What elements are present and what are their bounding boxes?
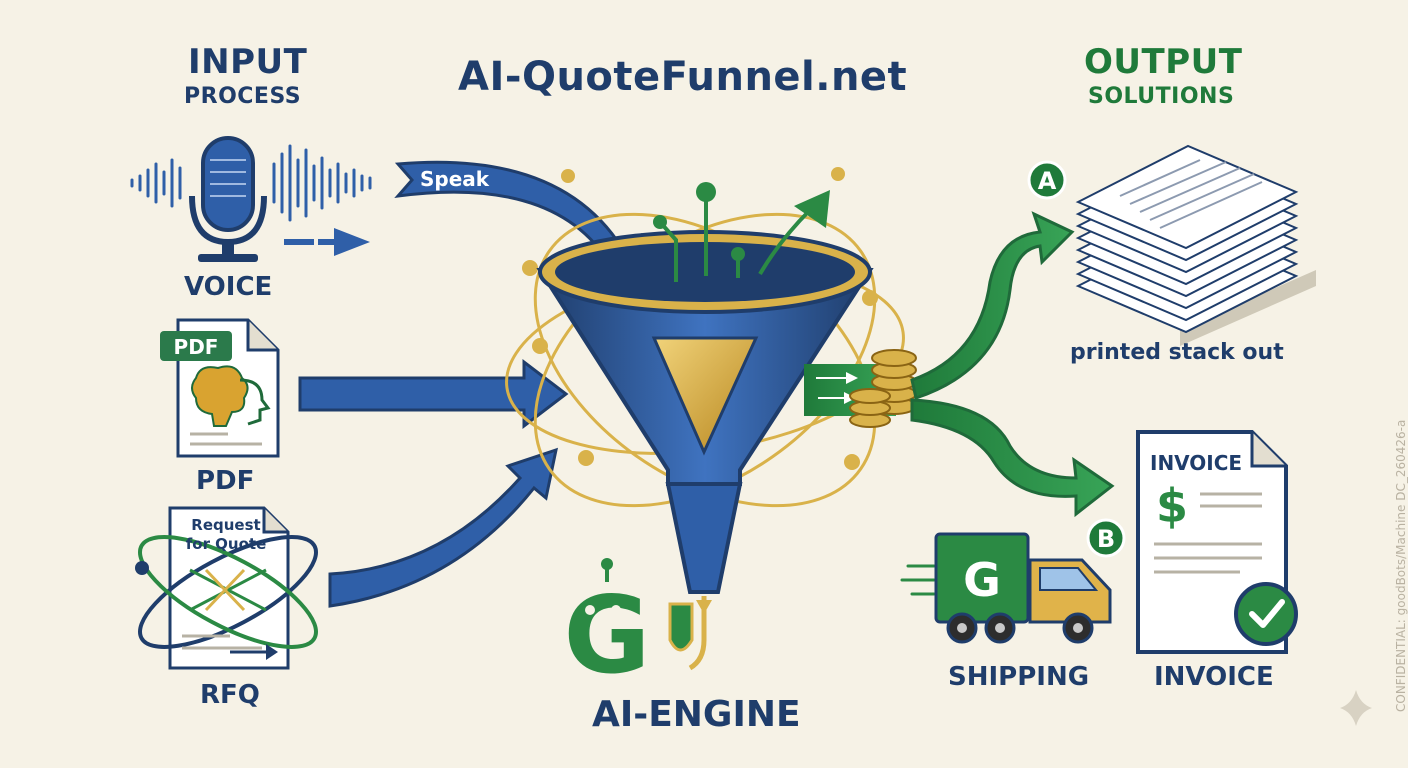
voice-small-arrow xyxy=(284,228,370,256)
dollar-sign-icon: $ xyxy=(1156,479,1188,533)
invoice-label: INVOICE xyxy=(1154,662,1274,692)
engine-logo-letter: G xyxy=(563,574,650,697)
output-arrow-b xyxy=(910,398,1115,518)
ai-engine-label: AI-ENGINE xyxy=(592,694,801,735)
rfq-doc-title-line1: Request xyxy=(191,516,260,534)
output-heading: OUTPUT xyxy=(1084,42,1243,82)
marker-b-badge: B xyxy=(1086,518,1126,558)
truck-logo-letter: G xyxy=(963,553,1001,607)
shipping-label: SHIPPING xyxy=(948,662,1090,692)
marker-a-badge: A xyxy=(1027,160,1067,200)
pdf-tag-label: PDF xyxy=(174,335,219,359)
rfq-doc-title-line2: for Quote xyxy=(186,535,267,553)
coins-icon xyxy=(849,349,917,428)
confidential-watermark: CONFIDENTIAL: goodBots/Machine DC_260426… xyxy=(1394,419,1408,712)
pdf-document-icon xyxy=(160,318,280,458)
delivery-truck-icon: G xyxy=(900,532,1112,644)
microphone-icon xyxy=(130,136,372,262)
input-subheading: PROCESS xyxy=(184,84,302,109)
pdf-input-arrow xyxy=(298,358,569,430)
input-heading: INPUT xyxy=(188,42,308,82)
rfq-input-arrow xyxy=(328,447,559,608)
checkmark-icon xyxy=(1249,599,1285,628)
voice-label: VOICE xyxy=(184,272,273,302)
engine-logo-icon: G xyxy=(563,558,694,697)
invoice-document-icon: INVOICE $ xyxy=(1136,430,1298,654)
output-subheading: SOLUTIONS xyxy=(1088,84,1235,109)
printed-stack-label: printed stack out xyxy=(1070,340,1284,365)
invoice-doc-title: INVOICE xyxy=(1150,451,1242,475)
rfq-document-icon xyxy=(135,506,318,670)
marker-a-letter: A xyxy=(1038,167,1057,195)
output-arrow-a xyxy=(910,211,1075,400)
paper-stack-icon xyxy=(1075,144,1316,346)
rfq-label: RFQ xyxy=(200,680,260,710)
checkmark-badge xyxy=(1234,582,1298,646)
pdf-label: PDF xyxy=(196,466,255,496)
funnel-icon xyxy=(536,182,874,594)
engine-drip-arrow xyxy=(688,596,712,671)
page-title: AI-QuoteFunnel.net xyxy=(458,54,908,100)
marker-b-letter: B xyxy=(1097,525,1115,553)
speak-arrow-label: Speak xyxy=(420,167,490,191)
sparkle-icon xyxy=(1340,690,1372,726)
orbit-nodes xyxy=(522,167,878,470)
